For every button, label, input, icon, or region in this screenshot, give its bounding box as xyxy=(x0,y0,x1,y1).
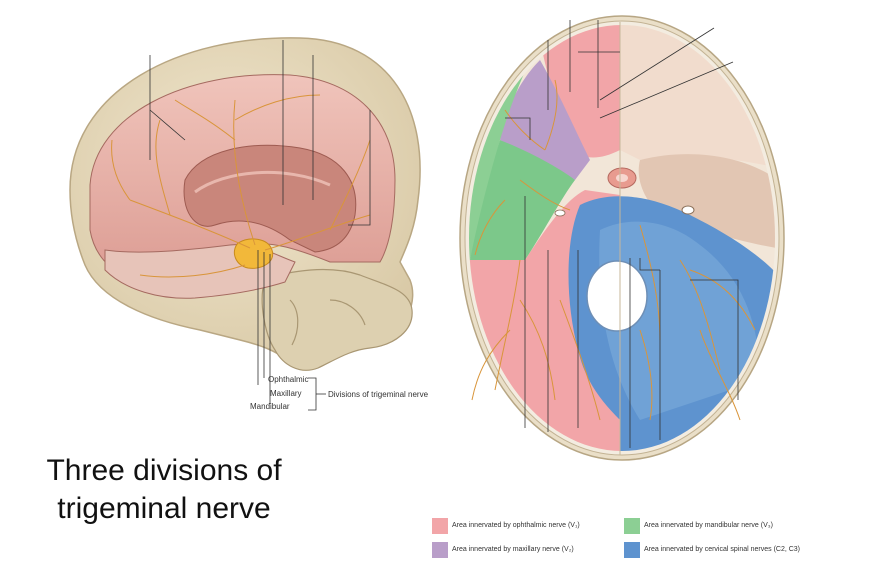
left-skull-figure xyxy=(69,37,421,411)
right-cranial-base-figure xyxy=(459,15,785,461)
base-nerve-branches xyxy=(471,79,756,421)
v1-anterior-region xyxy=(540,25,620,158)
caption-line-1: Three divisions of xyxy=(46,454,282,487)
label-maxillary: Maxillary xyxy=(270,389,302,398)
legend-swatch-v1 xyxy=(432,518,448,534)
foramen-magnum xyxy=(586,260,648,332)
legend-swatch-v2 xyxy=(432,542,448,558)
facial-bones xyxy=(261,268,413,371)
right-middle-fossa xyxy=(638,154,775,250)
legend-swatches xyxy=(432,518,640,558)
legend-item-v2: Area innervated by maxillary nerve (V₂) xyxy=(452,546,574,553)
legend-item-c2c3: Area innervated by cervical spinal nerve… xyxy=(644,546,801,553)
label-mandibular: Mandibular xyxy=(250,402,290,411)
legend-swatch-c2c3 xyxy=(624,542,640,558)
meningeal-nerve-branches xyxy=(111,94,371,278)
legend-item-v3: Area innervated by mandibular nerve (V₃) xyxy=(644,522,773,529)
trigeminal-ganglion xyxy=(233,238,274,269)
left-leader-lines xyxy=(149,40,371,411)
legend-swatch-v3 xyxy=(624,518,640,534)
label-divisions-of-trigeminal-nerve: Divisions of trigeminal nerve xyxy=(328,390,429,399)
legend-item-v1: Area innervated by ophthalmic nerve (V₁) xyxy=(452,522,580,529)
slide-caption: Three divisions of trigeminal nerve xyxy=(14,452,314,528)
label-ophthalmic: Ophthalmic xyxy=(268,375,309,384)
caption-line-2: trigeminal nerve xyxy=(57,492,271,525)
right-leader-lines xyxy=(505,20,739,448)
